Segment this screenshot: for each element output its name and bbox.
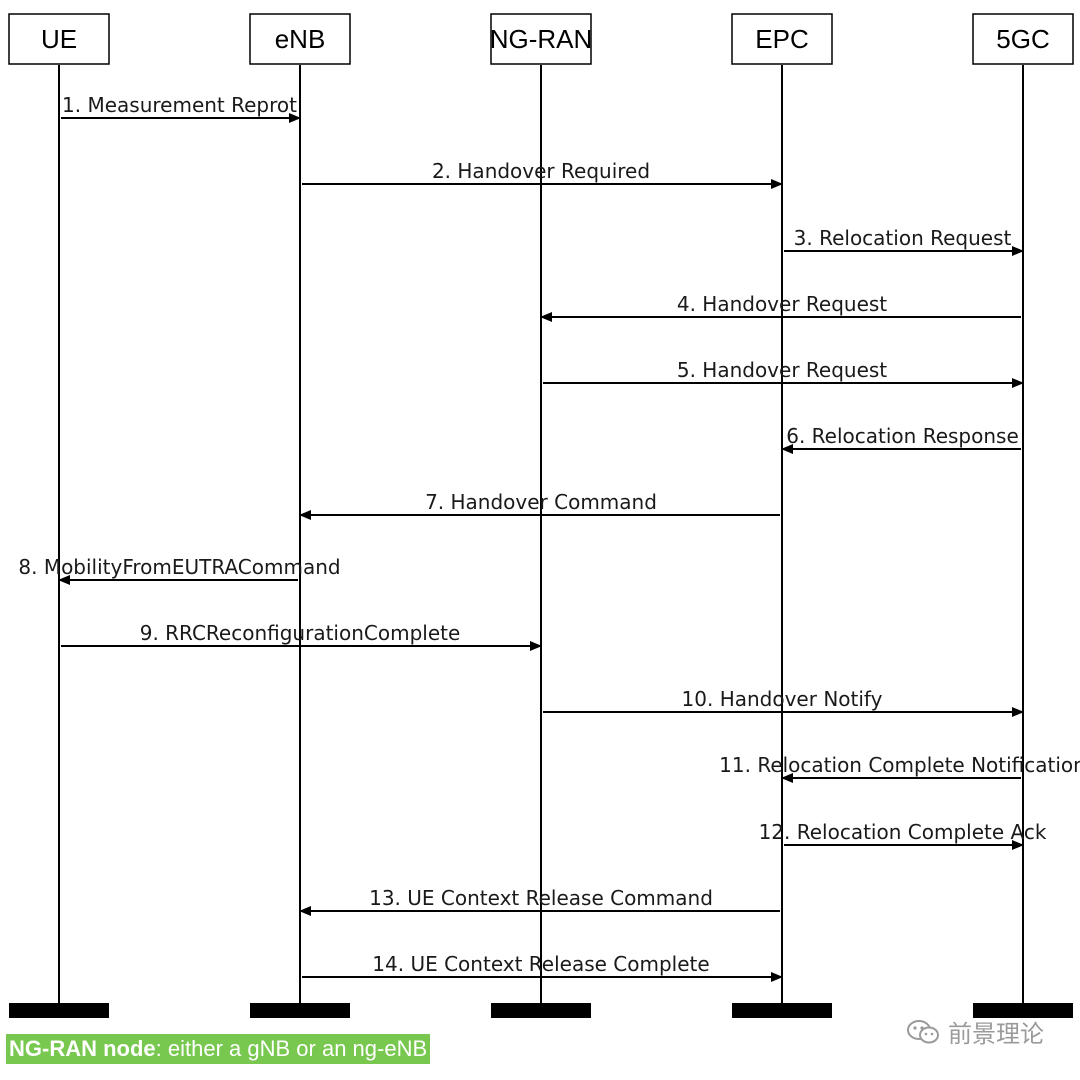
lifeline-end-bar-5gc: [973, 1003, 1073, 1018]
entity-box-5gc: [972, 13, 1074, 65]
entity-box-enb: [249, 13, 351, 65]
message-label-6: 6. Relocation Response: [786, 424, 1019, 448]
wechat-icon: [907, 1019, 939, 1043]
entity-box-ngran: [490, 13, 592, 65]
message-label-3: 3. Relocation Request: [794, 226, 1012, 250]
messages: 1. Measurement Reprot 2. Handover Require…: [18, 93, 1080, 982]
watermark-text: 前景理论: [948, 1020, 1044, 1048]
footnote-definition: : either a gNB or an ng-eNB: [155, 1036, 428, 1061]
entity-box-ue: [8, 13, 110, 65]
entities: UE eNB NG-RAN EPC 5GC: [8, 13, 1074, 65]
lifeline-end-bar-enb: [250, 1003, 350, 1018]
message-label-4: 4. Handover Request: [677, 292, 887, 316]
entity-box-epc: [731, 13, 833, 65]
footnote-term: NG-RAN node: [9, 1036, 156, 1061]
lifeline-end-bar-ngran: [491, 1003, 591, 1018]
entity-label-ue: UE: [41, 24, 77, 54]
entity-label-enb: eNB: [275, 24, 326, 54]
footnote: NG-RAN node: either a gNB or an ng-eNB: [6, 1034, 431, 1064]
message-label-13: 13. UE Context Release Command: [369, 886, 713, 910]
message-label-5: 5. Handover Request: [677, 358, 887, 382]
message-label-10: 10. Handover Notify: [682, 687, 883, 711]
watermark: 前景理论: [906, 1014, 1044, 1049]
message-label-12: 12. Relocation Complete Ack: [759, 820, 1047, 844]
lifelines: [9, 65, 1073, 1018]
entity-label-epc: EPC: [755, 24, 808, 54]
entity-label-ngran: NG-RAN: [490, 24, 593, 54]
message-label-2: 2. Handover Required: [432, 159, 650, 183]
message-label-1: 1. Measurement Reprot: [62, 93, 297, 117]
lifeline-end-bar-ue: [9, 1003, 109, 1018]
entity-label-5gc: 5GC: [996, 24, 1049, 54]
message-label-14: 14. UE Context Release Complete: [372, 952, 709, 976]
message-label-11: 11. Relocation Complete Notification: [719, 753, 1080, 777]
message-label-8: 8. MobilityFromEUTRACommand: [18, 555, 340, 579]
message-label-9: 9. RRCReconfigurationComplete: [140, 621, 461, 645]
message-label-7: 7. Handover Command: [425, 490, 657, 514]
lifeline-end-bar-epc: [732, 1003, 832, 1018]
